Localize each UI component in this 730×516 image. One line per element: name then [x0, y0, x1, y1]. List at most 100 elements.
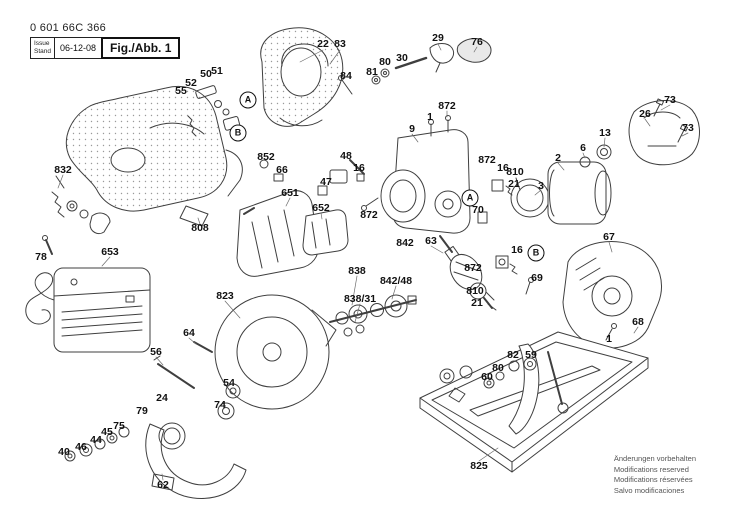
ref-callout-A: A — [461, 189, 479, 207]
part-callout-62: 62 — [157, 478, 169, 491]
part-callout-80: 80 — [492, 361, 504, 374]
part-callout-82: 82 — [507, 348, 519, 361]
part-callout-872: 872 — [478, 153, 496, 166]
adjust-knobs — [459, 357, 537, 389]
document-part-number: 0 601 66C 366 — [30, 22, 107, 34]
gear-bracket — [361, 115, 488, 234]
part-callout-838: 838 — [348, 264, 366, 277]
part-callout-60: 60 — [481, 370, 493, 383]
part-callout-29: 29 — [432, 31, 444, 44]
part-callout-838/31: 838/31 — [343, 292, 377, 305]
part-callout-81: 81 — [366, 65, 378, 78]
part-callout-47: 47 — [320, 175, 332, 188]
part-callout-808: 808 — [191, 221, 209, 234]
title-block: 0 601 66C 366 Issue Stand 06-12-08 Fig./… — [30, 22, 181, 59]
part-callout-70: 70 — [472, 203, 484, 216]
part-callout-13: 13 — [599, 126, 611, 139]
wedge-plate — [179, 205, 209, 227]
part-callout-6: 6 — [580, 141, 586, 154]
note-line: Modifications reserved — [613, 464, 689, 474]
blade-guard-lower — [64, 341, 247, 499]
part-callout-48: 48 — [340, 149, 352, 162]
part-callout-66: 66 — [276, 163, 288, 176]
brush-parts-lower — [485, 255, 534, 311]
ref-callout-B: B — [229, 124, 247, 142]
handle-small-parts — [187, 75, 353, 137]
part-callout-50: 50 — [200, 67, 212, 80]
lever-spring-parts — [42, 175, 111, 255]
part-callout-16: 16 — [497, 161, 509, 174]
part-callout-832: 832 — [54, 163, 72, 176]
issue-label: Issue — [34, 40, 50, 48]
part-callout-651: 651 — [281, 186, 299, 199]
brush-parts-upper — [491, 177, 521, 196]
part-callout-872: 872 — [464, 261, 482, 274]
part-callout-9: 9 — [409, 122, 415, 135]
leader-lines — [57, 43, 689, 481]
part-callout-44: 44 — [90, 433, 102, 446]
part-callout-75: 75 — [113, 419, 125, 432]
part-callout-1: 1 — [606, 332, 612, 345]
part-callout-59: 59 — [525, 348, 537, 361]
end-cap — [628, 98, 700, 166]
ref-callout-A: A — [239, 91, 257, 109]
part-callout-810: 810 — [506, 165, 524, 178]
part-callout-21: 21 — [471, 296, 483, 309]
issue-date: 06-12-08 — [60, 43, 97, 53]
armature — [439, 235, 493, 309]
note-line: Salvo modificaciones — [613, 485, 685, 495]
part-callout-653: 653 — [101, 245, 119, 258]
part-callout-825: 825 — [470, 459, 488, 472]
part-callout-26: 26 — [639, 107, 651, 120]
spindle-assembly — [329, 294, 417, 337]
top-handle-shell — [260, 27, 344, 127]
base-plate — [419, 331, 649, 473]
note-line: Modifications réservées — [613, 475, 693, 484]
part-callout-84: 84 — [340, 69, 352, 82]
part-callout-83: 83 — [334, 37, 346, 50]
part-callout-872: 872 — [360, 208, 378, 221]
part-callout-67: 67 — [603, 230, 615, 243]
part-callout-872: 872 — [438, 99, 456, 112]
part-callout-24: 24 — [156, 391, 168, 404]
footer-notes: Änderungen vorbehalten Modifications res… — [614, 454, 696, 496]
part-callout-21: 21 — [508, 177, 520, 190]
ref-callout-B: B — [527, 244, 545, 262]
part-callout-80: 80 — [379, 55, 391, 68]
part-callout-842/48: 842/48 — [379, 274, 413, 287]
part-callout-55: 55 — [175, 84, 187, 97]
blade-guard-upper — [214, 294, 337, 410]
part-callout-54: 54 — [223, 376, 235, 389]
part-callout-1: 1 — [427, 110, 433, 123]
battery-pack — [236, 190, 319, 277]
part-callout-810: 810 — [466, 284, 484, 297]
upper-link-parts — [371, 38, 492, 85]
part-callout-652: 652 — [312, 201, 330, 214]
part-callout-76: 76 — [471, 35, 483, 48]
part-callout-3: 3 — [538, 179, 544, 192]
part-callout-45: 45 — [101, 425, 113, 438]
motor-housing-rear — [562, 241, 662, 349]
part-callout-16: 16 — [511, 243, 523, 256]
part-callout-51: 51 — [211, 64, 223, 77]
part-callout-30: 30 — [396, 51, 408, 64]
part-callout-68: 68 — [632, 315, 644, 328]
part-callout-40: 40 — [58, 445, 70, 458]
part-callout-16: 16 — [353, 161, 365, 174]
power-cable — [25, 272, 55, 325]
note-line: Änderungen vorbehalten — [613, 454, 696, 463]
part-callout-69: 69 — [531, 271, 543, 284]
stand-label: Stand — [34, 48, 51, 55]
figure-label: Fig./Abb. 1 — [101, 37, 181, 59]
stator-group — [510, 144, 612, 225]
part-callout-73: 73 — [682, 121, 694, 134]
part-callout-52: 52 — [185, 76, 197, 89]
switch-parts — [259, 159, 365, 196]
part-callout-823: 823 — [216, 289, 234, 302]
part-callout-73: 73 — [664, 93, 676, 106]
motor-housing-shell — [65, 86, 243, 212]
part-callout-46: 46 — [75, 440, 87, 453]
part-callout-852: 852 — [257, 150, 275, 163]
